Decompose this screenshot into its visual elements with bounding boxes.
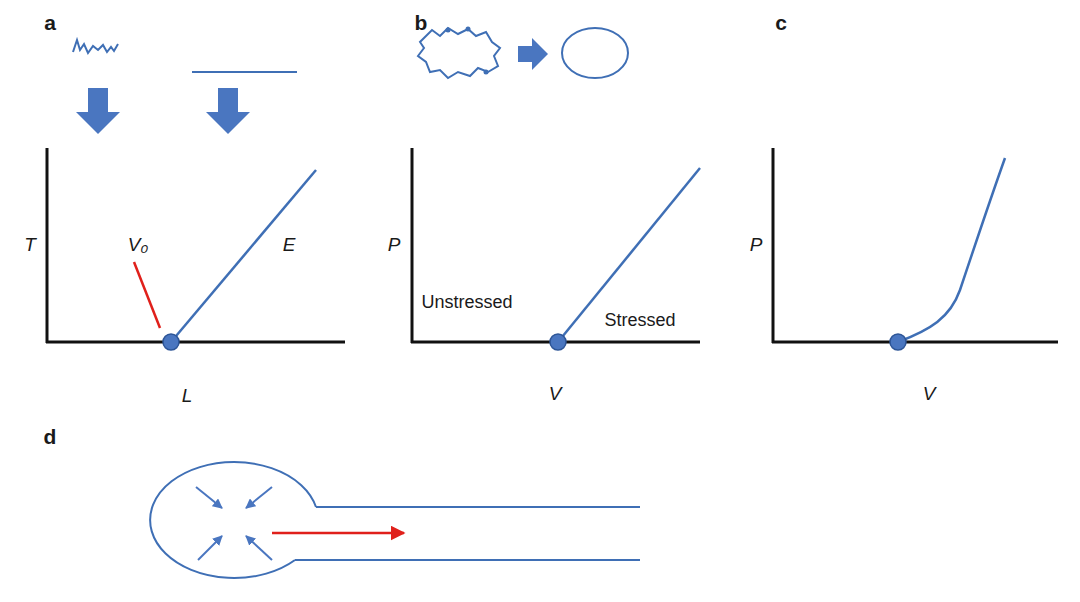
axis-label: P xyxy=(750,235,763,254)
elastic-line xyxy=(171,170,316,342)
pressure-arrow xyxy=(246,487,272,508)
panel-letter: a xyxy=(44,12,56,33)
axis xyxy=(46,341,345,344)
curve-label: V₀ xyxy=(128,235,149,254)
right-arrow xyxy=(518,38,548,70)
pressure-arrow xyxy=(246,536,272,560)
pressure-arrow xyxy=(198,536,222,560)
axis xyxy=(772,341,1058,344)
axis-label: L xyxy=(182,386,193,405)
origin-dot xyxy=(890,334,906,350)
slack-line xyxy=(134,262,160,328)
axis-label: V xyxy=(923,384,936,403)
region-label: Unstressed xyxy=(421,293,512,311)
pressure-arrow xyxy=(196,487,222,508)
pv-curve xyxy=(898,158,1005,342)
pv-line xyxy=(558,168,700,342)
panel-letter: b xyxy=(415,12,428,33)
straight-fiber xyxy=(192,71,297,73)
axis xyxy=(411,148,414,343)
tube-wall xyxy=(316,506,640,508)
crumpled-fiber xyxy=(73,40,118,53)
axis-label: T xyxy=(24,235,36,254)
axis-label: P xyxy=(388,235,401,254)
flow-arrow xyxy=(272,532,404,535)
down-arrow xyxy=(76,88,120,134)
axis xyxy=(46,148,49,343)
axis xyxy=(772,148,775,343)
chamber xyxy=(150,462,316,578)
axis-label: V xyxy=(549,384,562,403)
filled-vessel xyxy=(562,28,628,78)
panel-letter: c xyxy=(775,12,787,33)
panel-letter: d xyxy=(44,426,57,447)
curve-label: E xyxy=(283,235,296,254)
origin-dot xyxy=(550,334,566,350)
tube-wall xyxy=(295,559,640,561)
down-arrow xyxy=(206,88,250,134)
collapsed-vessel xyxy=(418,28,500,78)
region-label: Stressed xyxy=(604,311,675,329)
origin-dot xyxy=(163,334,179,350)
